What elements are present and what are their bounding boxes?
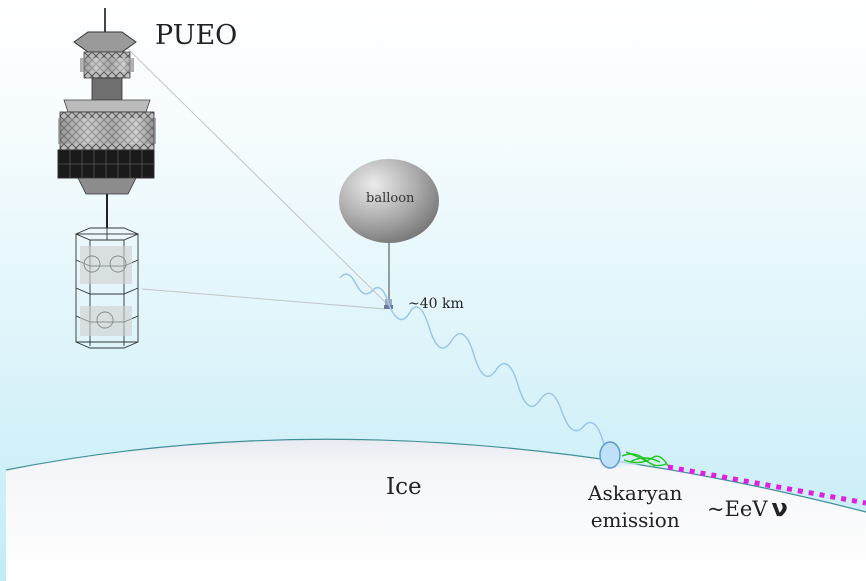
antenna-cage (74, 227, 140, 349)
ice-surface (6, 439, 866, 581)
askaryan-line-1: Askaryan (588, 481, 683, 505)
zoom-line-lower (141, 288, 386, 310)
askaryan-line-2: emission (590, 508, 680, 532)
radio-wave (339, 273, 606, 449)
neutrino-track (667, 464, 866, 506)
balloon (339, 159, 439, 243)
neutrino-energy: ~EeV (707, 497, 768, 521)
ice-horizon-line (5, 438, 866, 513)
pueo-payload (57, 8, 156, 349)
altitude-label: ~40 km (408, 296, 464, 312)
askaryan-emission-label: Askaryan emission (588, 480, 682, 534)
ice-label: Ice (386, 474, 422, 500)
balloon-label: balloon (366, 191, 415, 206)
neutrino-symbol: ν (771, 494, 788, 522)
particle-shower (621, 451, 669, 467)
pueo-title: PUEO (155, 20, 238, 51)
zoom-line-upper (123, 44, 386, 303)
